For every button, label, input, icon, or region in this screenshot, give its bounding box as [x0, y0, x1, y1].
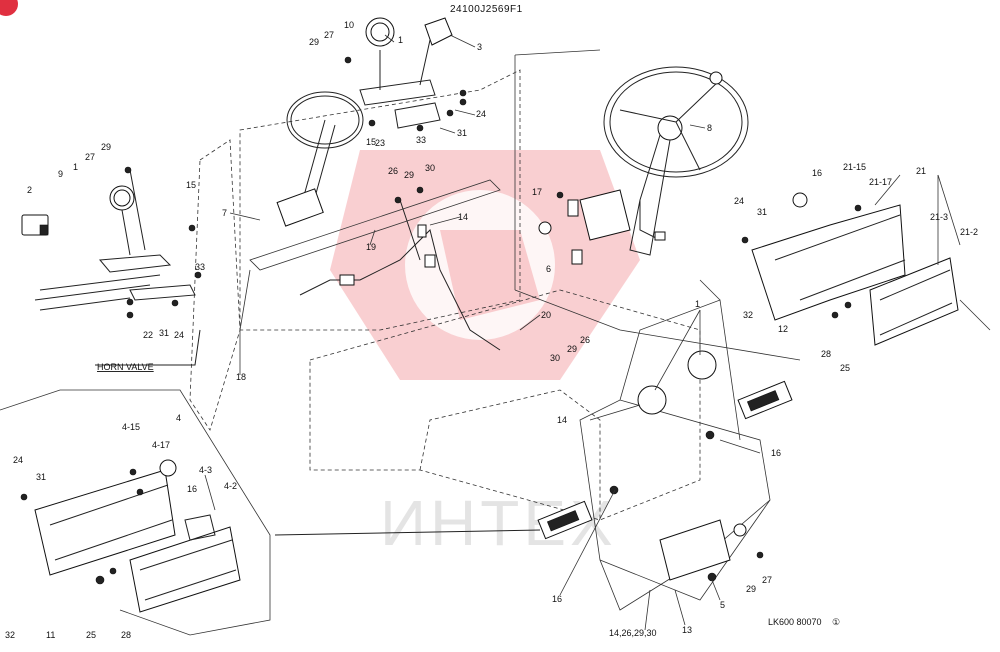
- callout-20: 20: [541, 310, 551, 320]
- svg-text:26: 26: [580, 335, 590, 345]
- callout-24: 24: [476, 109, 486, 119]
- callout-23: 23: [375, 138, 385, 148]
- callout-7: 7: [222, 208, 227, 218]
- page-marker: ①: [832, 617, 840, 627]
- callout-21: 21: [916, 166, 926, 176]
- corner-badge: [0, 0, 18, 16]
- inset-frame-right: [514, 49, 801, 361]
- callout-4-17: 4-17: [152, 440, 170, 450]
- callout-22: 22: [143, 330, 153, 340]
- callout-21-17: 21-17: [869, 177, 892, 187]
- callout-8: 8: [707, 123, 712, 133]
- svg-text:16: 16: [187, 484, 197, 494]
- leader-lines: [204, 34, 961, 631]
- callout-4: 4: [176, 413, 181, 423]
- steering-wheel-right: [603, 66, 749, 256]
- watermark-logo: [330, 150, 640, 380]
- svg-text:29: 29: [404, 170, 414, 180]
- svg-text:24: 24: [13, 455, 23, 465]
- rear-lamp-center: [537, 485, 764, 582]
- page-reference: LK600 80070: [768, 617, 822, 627]
- callout-11: 11: [46, 630, 55, 640]
- callout-33: 33: [416, 135, 426, 145]
- svg-text:27: 27: [762, 575, 772, 585]
- callout-25: 25: [840, 363, 850, 373]
- callout-26: 26: [388, 166, 398, 176]
- svg-text:16: 16: [552, 594, 562, 604]
- callout-31: 31: [457, 128, 467, 138]
- callout-5: 5: [720, 600, 725, 610]
- callout-27: 27: [324, 30, 334, 40]
- callout-13: 13: [682, 625, 692, 635]
- lamp-assembly-left: [21, 166, 202, 319]
- svg-text:31: 31: [159, 328, 169, 338]
- steering-wheel-left: [276, 91, 364, 227]
- callout-19: 19: [366, 242, 376, 252]
- wiring-harness: [299, 186, 501, 351]
- svg-text:24: 24: [174, 330, 184, 340]
- callout-4-3: 4-3: [199, 465, 212, 475]
- svg-text:1: 1: [73, 162, 78, 172]
- rear-lamp-left: [0, 389, 271, 636]
- horn-valve-label: HORN VALVE: [97, 362, 154, 372]
- callout-21-2: 21-2: [960, 227, 978, 237]
- svg-text:30: 30: [550, 353, 560, 363]
- callout-labels: 24100J2569F1 1 1 1 2 3 4 5 6 7 8 9 10 11…: [5, 4, 978, 640]
- svg-text:24: 24: [734, 196, 744, 206]
- callout-10: 10: [344, 20, 354, 30]
- callout-14: 14: [458, 212, 468, 222]
- drawing-code: 24100J2569F1: [450, 4, 523, 15]
- callout-14-multi: 14,26,29,30: [609, 628, 657, 638]
- lamp-assembly-top: [344, 17, 467, 132]
- callout-2: 2: [27, 185, 32, 195]
- callout-1: 1: [398, 35, 403, 45]
- svg-text:31: 31: [757, 207, 767, 217]
- svg-text:29: 29: [101, 142, 111, 152]
- svg-text:29: 29: [746, 584, 756, 594]
- callout-17: 17: [532, 187, 542, 197]
- svg-text:15: 15: [366, 137, 376, 147]
- callout-16: 16: [812, 168, 822, 178]
- svg-text:33: 33: [195, 262, 205, 272]
- side-marker-right: [637, 350, 793, 440]
- svg-text:25: 25: [86, 630, 96, 640]
- callout-4-2: 4-2: [224, 481, 237, 491]
- svg-text:1: 1: [695, 299, 700, 309]
- svg-text:29: 29: [567, 344, 577, 354]
- callout-21-3: 21-3: [930, 212, 948, 222]
- callout-21-15: 21-15: [843, 162, 866, 172]
- callout-32: 32: [743, 310, 753, 320]
- callout-6: 6: [546, 264, 551, 274]
- rear-lamp-right: [741, 192, 959, 346]
- svg-text:14: 14: [557, 415, 567, 425]
- svg-text:27: 27: [85, 152, 95, 162]
- callout-9: 9: [58, 169, 63, 179]
- svg-text:31: 31: [36, 472, 46, 482]
- callout-4-15: 4-15: [122, 422, 140, 432]
- callout-28: 28: [821, 349, 831, 359]
- svg-text:32: 32: [5, 630, 15, 640]
- callout-30: 30: [425, 163, 435, 173]
- switch-bracket-right: [538, 189, 666, 265]
- svg-text:16: 16: [771, 448, 781, 458]
- callout-15: 15: [186, 180, 196, 190]
- callout-3: 3: [477, 42, 482, 52]
- svg-text:28: 28: [121, 630, 131, 640]
- callout-29: 29: [309, 37, 319, 47]
- callout-18: 18: [236, 372, 246, 382]
- callout-12: 12: [778, 324, 788, 334]
